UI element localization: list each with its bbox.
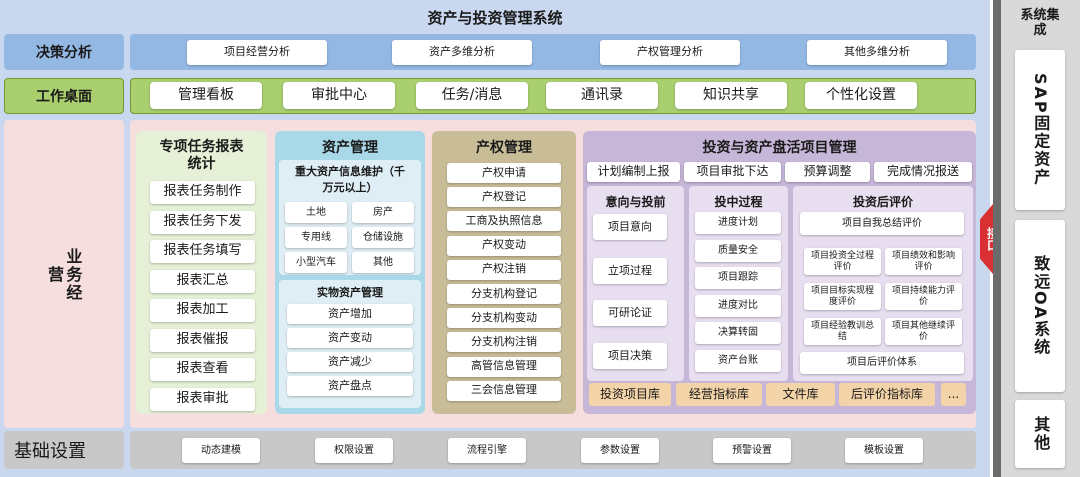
post-grid-item[interactable]: 项目持续能力评价 [885,283,962,310]
workspace-item[interactable]: 知识共享 [675,82,787,109]
business-label: 业务经营 [45,248,83,302]
decision-label: 决策分析 [4,34,124,70]
workspace-item[interactable]: 管理看板 [150,82,262,109]
workspace-item[interactable]: 审批中心 [283,82,395,109]
post-grid-item[interactable]: 项目绩效和影响评价 [885,248,962,275]
investment-top-item[interactable]: 完成情况报送 [874,162,972,182]
property-item[interactable]: 分支机构登记 [447,284,561,304]
workspace-item[interactable]: 个性化设置 [805,82,917,109]
special-title: 专项任务报表统计 [159,138,244,173]
library-item[interactable]: 经营指标库 [676,383,762,406]
mid-item[interactable]: 项目跟踪 [695,267,781,289]
post-grid-item[interactable]: 项目经验教训总结 [804,318,881,345]
property-item[interactable]: 工商及执照信息 [447,211,561,232]
major-asset-item[interactable]: 小型汽车 [285,252,347,273]
physical-asset-item[interactable]: 资产变动 [287,328,413,348]
external-panel-border [993,0,1001,477]
major-asset-item[interactable]: 房产 [352,202,414,223]
mid-item[interactable]: 资产台账 [695,349,781,372]
base-label: 基础设置 [4,431,124,469]
base-item[interactable]: 模板设置 [845,438,923,463]
mid-item[interactable]: 质量安全 [695,239,781,262]
asset-title: 资产管理 [322,140,378,156]
major-asset-title: 重大资产信息维护（千万元以上） [295,165,405,194]
external-title: 系统集成 [1020,8,1060,38]
pre-item[interactable]: 立项过程 [593,258,667,284]
physical-asset-item[interactable]: 资产盘点 [287,376,413,396]
major-asset-item[interactable]: 其他 [352,252,414,273]
investment-top-item[interactable]: 计划编制上报 [587,162,680,182]
special-item[interactable]: 报表汇总 [150,269,255,293]
decision-item[interactable]: 其他多维分析 [807,40,947,65]
base-item[interactable]: 流程引擎 [448,438,526,463]
post-summary[interactable]: 项目自我总结评价 [800,212,964,235]
property-title: 产权管理 [476,140,532,156]
system-title: 资产与投资管理系统 [427,8,563,27]
external-item[interactable]: SAP固定资产 [1015,50,1065,210]
library-item[interactable]: 后评价指标库 [839,383,935,406]
special-item[interactable]: 报表加工 [150,299,255,322]
workspace-item[interactable]: 通讯录 [546,82,658,109]
major-asset-item[interactable]: 仓储设施 [352,227,414,248]
property-item[interactable]: 分支机构注销 [447,332,561,353]
post-grid-item[interactable]: 项目目标实现程度评价 [804,283,881,310]
property-item[interactable]: 分支机构变动 [447,308,561,329]
library-item[interactable]: ... [941,383,966,406]
post-title: 投资后评价 [852,194,913,209]
post-system[interactable]: 项目后评价体系 [800,352,964,374]
property-item[interactable]: 产权申请 [447,163,561,183]
library-item[interactable]: 投资项目库 [589,383,671,406]
special-item[interactable]: 报表任务制作 [150,181,255,204]
base-item[interactable]: 预警设置 [713,438,791,463]
special-item[interactable]: 报表任务下发 [150,210,255,234]
physical-asset-item[interactable]: 资产减少 [287,352,413,372]
pre-item[interactable]: 项目意向 [593,214,667,240]
pre-item[interactable]: 项目决策 [593,343,667,369]
investment-top-item[interactable]: 预算调整 [785,162,870,182]
base-item[interactable]: 参数设置 [581,438,659,463]
physical-asset-item[interactable]: 资产增加 [287,304,413,324]
decision-item[interactable]: 资产多维分析 [392,40,532,65]
base-row [130,431,976,469]
property-item[interactable]: 产权登记 [447,187,561,208]
property-item[interactable]: 高管信息管理 [447,356,561,377]
major-asset-item[interactable]: 土地 [285,202,347,223]
investment-top-item[interactable]: 项目审批下达 [684,162,781,182]
property-item[interactable]: 产权注销 [447,259,561,280]
mid-item[interactable]: 进度计划 [695,212,781,234]
property-item[interactable]: 产权变动 [447,235,561,256]
external-item[interactable]: 致远OA系统 [1015,220,1065,392]
external-item[interactable]: 其他 [1015,400,1065,468]
special-item[interactable]: 报表查看 [150,358,255,381]
decision-item[interactable]: 项目经营分析 [187,40,327,65]
special-item[interactable]: 报表催报 [150,328,255,352]
pre-title: 意向与投前 [605,194,666,209]
mid-title: 投中过程 [714,194,763,209]
business-label-bg [4,120,124,428]
special-item[interactable]: 报表任务填写 [150,240,255,263]
post-grid-item[interactable]: 项目投资全过程评价 [804,248,881,275]
workspace-label: 工作桌面 [4,78,124,114]
post-grid-item[interactable]: 项目其他继续评价 [885,318,962,345]
property-item[interactable]: 三会信息管理 [447,380,561,401]
mid-item[interactable]: 进度对比 [695,294,781,317]
mid-item[interactable]: 决算转固 [695,322,781,344]
physical-asset-title: 实物资产管理 [317,286,383,299]
decision-item[interactable]: 产权管理分析 [600,40,740,65]
pre-item[interactable]: 可研论证 [593,300,667,326]
base-item[interactable]: 权限设置 [315,438,393,463]
special-item[interactable]: 报表审批 [150,387,255,411]
library-item[interactable]: 文件库 [766,383,835,406]
base-item[interactable]: 动态建模 [182,438,260,463]
investment-title: 投资与资产盘活项目管理 [702,140,857,156]
workspace-item[interactable]: 任务/消息 [416,82,528,109]
major-asset-item[interactable]: 专用线 [285,227,347,248]
